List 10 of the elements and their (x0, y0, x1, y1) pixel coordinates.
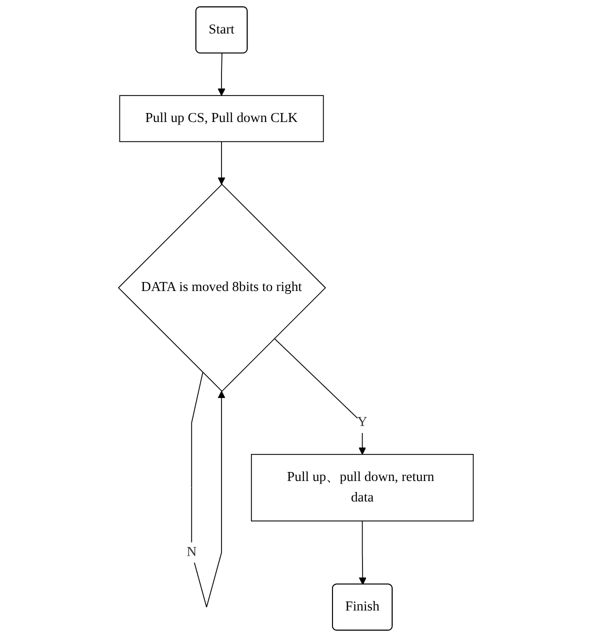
arrow (191, 372, 226, 608)
arrow (274, 338, 366, 455)
arrow (218, 141, 226, 185)
node-diamond: DATA is moved 8bits to right (118, 184, 326, 392)
arrow (359, 520, 367, 585)
edge-label: N (186, 544, 197, 560)
edge-label: Y (358, 415, 368, 430)
node-box: Pull up、pull down, return data (251, 454, 474, 522)
node-box: Pull up CS, Pull down CLK (119, 95, 324, 142)
arrow (218, 52, 226, 96)
